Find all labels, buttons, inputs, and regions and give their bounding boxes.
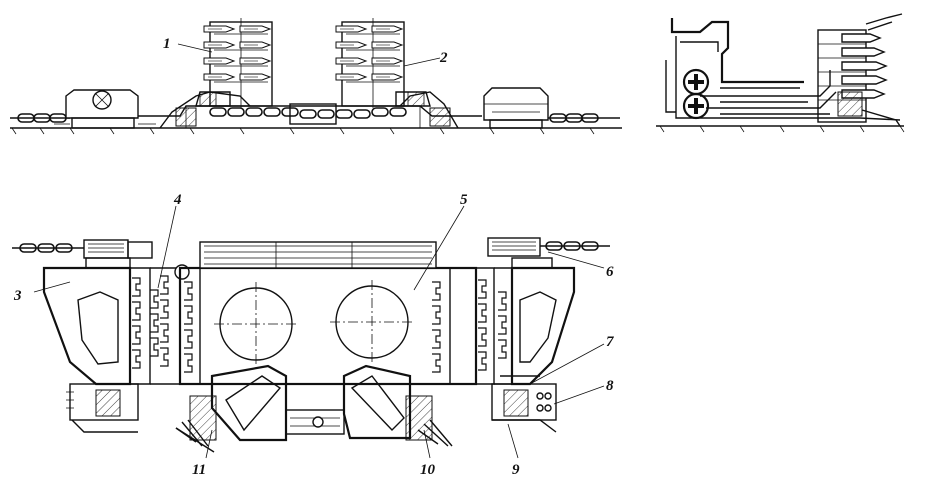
- drum-circle-left: [214, 282, 298, 366]
- leader-9: [507, 423, 519, 459]
- sled-left: [42, 257, 132, 386]
- plan-view: [12, 205, 610, 459]
- callout-labels: 1 2 3 4 5 6 7 8 9 10 11: [13, 36, 614, 478]
- joint-right: [476, 267, 513, 385]
- plan-chain-right: [487, 237, 610, 257]
- side-base: [138, 91, 482, 129]
- callout-9: 9: [512, 462, 520, 478]
- callout-2: 2: [439, 50, 448, 66]
- leader-1: [177, 43, 213, 53]
- side-view: [10, 18, 622, 135]
- leader-3: [33, 281, 71, 293]
- side-chain-left: [10, 113, 70, 123]
- callout-8: 8: [606, 378, 614, 394]
- callout-6: 6: [606, 264, 614, 280]
- leader-5: [413, 205, 465, 291]
- cutter-drum-1: [195, 18, 273, 108]
- side-chain-right: [548, 113, 620, 123]
- callout-5: 5: [460, 192, 468, 208]
- leader-2: [403, 57, 441, 67]
- outboard-right: [491, 375, 557, 433]
- callout-3: 3: [13, 288, 22, 304]
- drum-circle-right: [330, 280, 414, 364]
- cutter-link-shaft: [285, 409, 345, 435]
- end-sprocket-upper: [682, 68, 710, 96]
- leader-7: [529, 343, 605, 385]
- callout-7: 7: [606, 334, 614, 350]
- cutter-head-right: [342, 364, 453, 447]
- end-cutter-stack: [817, 13, 903, 127]
- leader-11: [205, 429, 213, 459]
- callout-4: 4: [173, 192, 182, 208]
- plan-chain-left: [12, 239, 153, 259]
- central-frame: [178, 241, 478, 386]
- outboard-left: [66, 383, 139, 433]
- leader-8: [553, 385, 605, 405]
- end-view: [656, 13, 905, 133]
- side-drive-right: [483, 87, 549, 129]
- end-sprocket-lower: [682, 92, 710, 120]
- cutter-head-left: [175, 364, 288, 453]
- leader-10: [423, 429, 431, 459]
- callout-10: 10: [420, 462, 436, 478]
- callout-11: 11: [192, 462, 206, 478]
- cutter-drum-2: [335, 18, 431, 108]
- callout-1: 1: [163, 36, 171, 52]
- leader-6: [547, 251, 605, 269]
- side-drive-left: [54, 89, 156, 129]
- leader-4: [157, 205, 177, 289]
